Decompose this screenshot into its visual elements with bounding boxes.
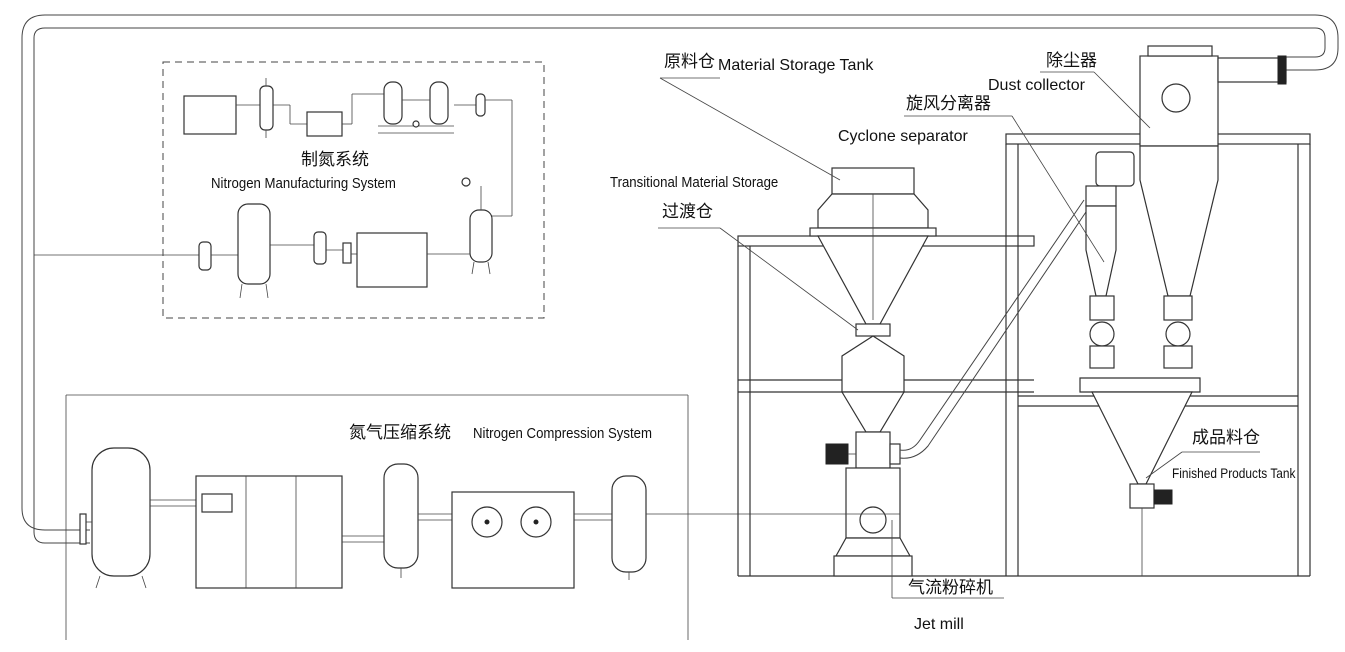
label-material-storage-zh: 原料仓 [664, 52, 715, 72]
label-nitrogen-compression-en: Nitrogen Compression System [473, 425, 653, 442]
label-finished-products-en: Finished Products Tank [1172, 465, 1296, 481]
nitrogen-manufacturing-boundary [162, 61, 545, 319]
label-dust-collector-zh: 除尘器 [1046, 51, 1097, 71]
label-nitrogen-manufacturing-zh: 制氮系统 [301, 150, 369, 170]
label-transitional-storage-en: Transitional Material Storage [610, 174, 779, 191]
nitrogen-compression-equipment [65, 394, 846, 640]
material-storage-and-mill [809, 167, 937, 598]
nitrogen-manufacturing-equipment [34, 78, 513, 299]
nitrogen-loop-pipe [21, 14, 1339, 544]
label-material-storage-en: Material Storage Tank [718, 57, 874, 74]
label-jet-mill-zh: 气流粉碎机 [908, 578, 993, 598]
label-dust-collector-en: Dust collector [988, 77, 1085, 94]
label-transitional-storage-zh: 过渡仓 [662, 202, 713, 222]
label-cyclone-en: Cyclone separator [838, 128, 968, 145]
conveying-pipe [899, 199, 1091, 459]
dust-collector [1139, 45, 1287, 369]
label-cyclone-zh: 旋风分离器 [906, 94, 991, 114]
steel-frame [737, 133, 1311, 577]
leader-lines [658, 71, 1260, 599]
label-nitrogen-compression-zh: 氮气压缩系统 [349, 423, 451, 443]
finished-products-tank [1079, 377, 1201, 576]
label-nitrogen-manufacturing-en: Nitrogen Manufacturing System [211, 175, 396, 192]
label-finished-products-zh: 成品料仓 [1192, 428, 1260, 448]
label-jet-mill-en: Jet mill [914, 616, 964, 633]
cyclone-separator [1085, 151, 1135, 369]
